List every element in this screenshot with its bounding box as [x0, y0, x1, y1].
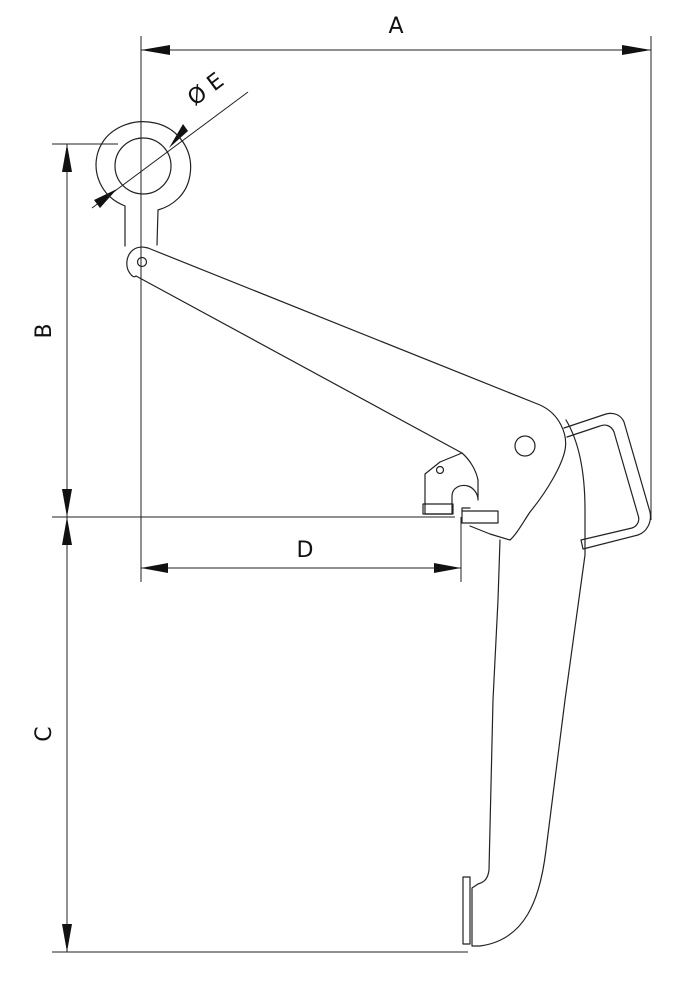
main-pivot-hole [514, 435, 536, 457]
dim-d-arrow-right [434, 563, 461, 573]
dimension-e: Ø E [91, 68, 249, 209]
dimension-a: A [140, 14, 652, 582]
handle-outline [563, 412, 652, 550]
dimension-d: D [141, 517, 462, 582]
dim-b-label: B [32, 323, 57, 338]
dim-b-arrow-top [62, 144, 72, 172]
lifting-eye [95, 121, 192, 247]
dim-d-arrow-left [141, 563, 168, 573]
main-body-foot [462, 876, 471, 945]
dim-a-arrow-left [141, 45, 170, 55]
dim-d-label: D [297, 538, 314, 563]
small-jaw-outline [424, 452, 479, 515]
dim-a-arrow-right [622, 45, 651, 55]
gripping-pad-bracket [461, 507, 471, 512]
main-body-outline [471, 419, 586, 947]
small-jaw-pad [422, 503, 454, 515]
dim-a-label: A [388, 14, 403, 39]
dim-e-arrow-lower [94, 189, 117, 208]
dimension-c: C [32, 517, 468, 953]
gripping-pad-plate [461, 510, 499, 524]
dim-b-arrow-bottom [62, 489, 72, 517]
lifting-eye-hole [114, 137, 172, 195]
handle [563, 412, 652, 550]
dim-e-line [91, 91, 249, 209]
link-arm-pivot-end [126, 246, 149, 278]
link-arm-pivot-hole [136, 256, 148, 268]
gripping-pad [461, 507, 499, 524]
dim-e-label: Ø E [183, 68, 229, 111]
small-jaw [422, 452, 479, 515]
dim-c-arrow-bottom [62, 924, 72, 952]
link-arm-outline [135, 247, 567, 541]
lifting-eye-outline [95, 121, 192, 246]
small-jaw-hole [435, 465, 445, 475]
dim-c-arrow-top [62, 517, 72, 545]
link-arm [126, 246, 567, 541]
dimension-b: B [32, 143, 118, 517]
main-body [462, 419, 586, 947]
dim-c-label: C [32, 726, 57, 741]
